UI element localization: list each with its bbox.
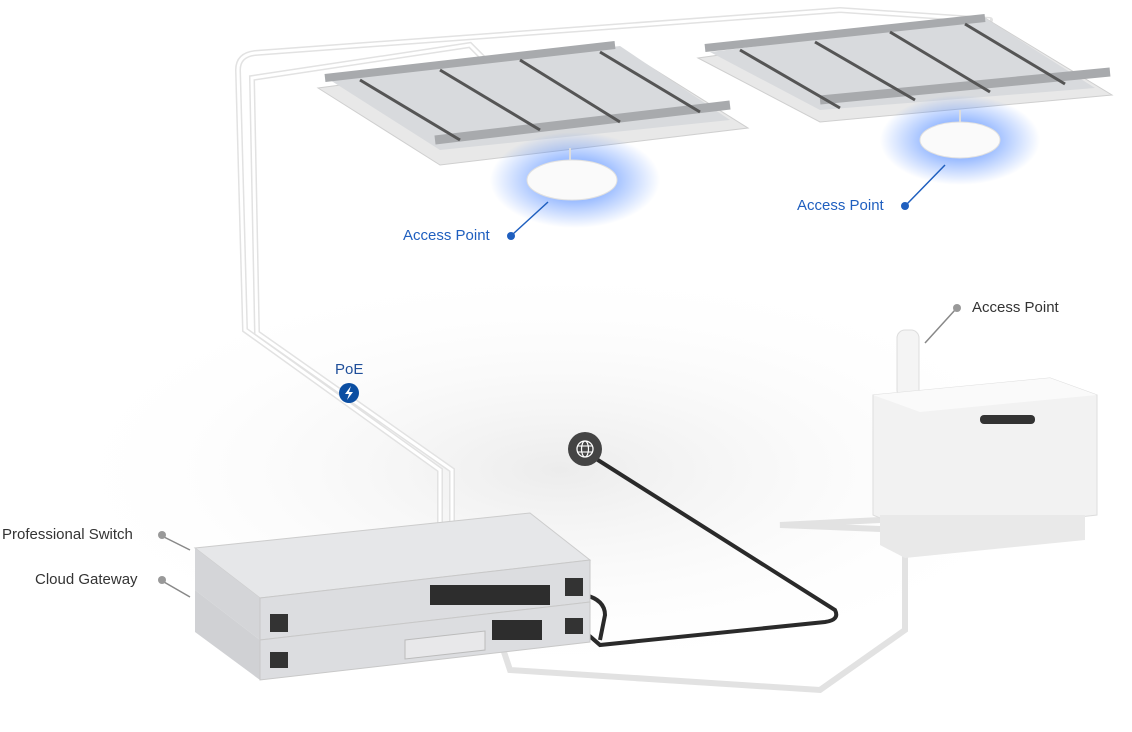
- ceiling-panel-2: [696, 14, 1114, 123]
- access-point-ceiling-1: [490, 132, 660, 228]
- internet-cable: [583, 453, 839, 648]
- access-point-ceiling-2: [880, 95, 1040, 185]
- cloud-gateway-label: Cloud Gateway: [35, 571, 138, 588]
- professional-switch: [193, 512, 592, 641]
- access-point-label-3: Access Point: [972, 299, 1059, 316]
- ceiling-panel-1: [316, 41, 750, 166]
- cloud-gateway: [195, 590, 591, 681]
- poe-lightning-bolt-icon: [339, 383, 359, 403]
- access-point-label-1: Access Point: [403, 227, 490, 244]
- outdoor-access-point-enclosure: [872, 329, 1098, 558]
- professional-switch-label: Professional Switch: [2, 526, 133, 543]
- access-point-label-2: Access Point: [797, 197, 884, 214]
- poe-label: PoE: [335, 361, 364, 378]
- globe-icon: [568, 432, 602, 466]
